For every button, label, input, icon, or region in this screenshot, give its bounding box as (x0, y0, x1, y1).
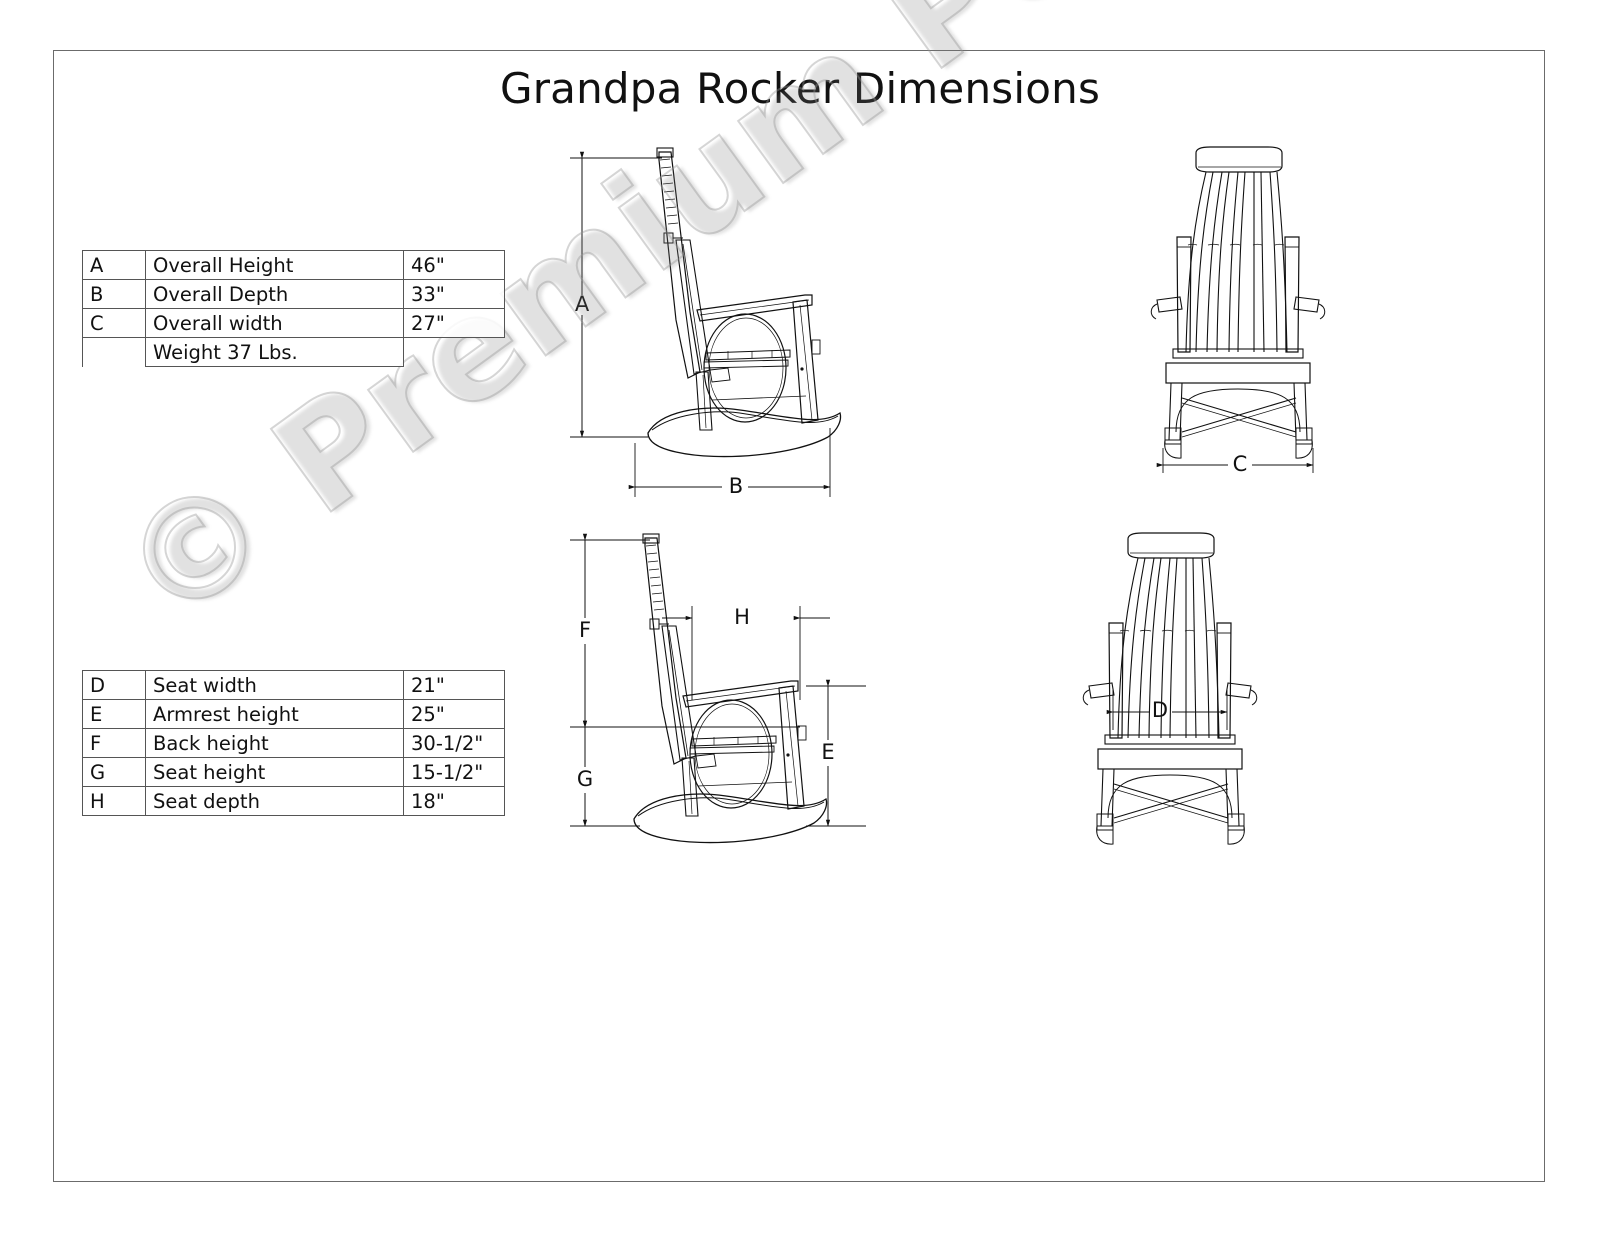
row-spacer (403, 337, 505, 367)
table-row: A Overall Height 46" (82, 250, 505, 280)
dim-label-b: B (729, 474, 743, 498)
row-key: A (82, 250, 146, 280)
side-view-detail-dimensions: F G H E (570, 533, 866, 827)
row-value: 30-1/2" (403, 728, 505, 758)
front-view-detail-dimensions: D (1106, 690, 1228, 730)
row-desc: Seat depth (145, 786, 404, 816)
row-key: C (82, 308, 146, 338)
row-desc: Armrest height (145, 699, 404, 729)
table-row: F Back height 30-1/2" (82, 728, 505, 758)
overall-dimensions-table: A Overall Height 46" B Overall Depth 33"… (82, 250, 505, 367)
row-value: 18" (403, 786, 505, 816)
row-key: H (82, 786, 146, 816)
row-desc: Back height (145, 728, 404, 758)
row-value: 33" (403, 279, 505, 309)
row-key: G (82, 757, 146, 787)
row-desc: Seat width (145, 670, 404, 700)
row-value: 46" (403, 250, 505, 280)
row-key: B (82, 279, 146, 309)
table-row: B Overall Depth 33" (82, 279, 505, 309)
weight-note: Weight 37 Lbs. (145, 337, 404, 367)
row-desc: Seat height (145, 757, 404, 787)
detail-dimensions-table: D Seat width 21" E Armrest height 25" F … (82, 670, 505, 816)
row-desc: Overall width (145, 308, 404, 338)
row-value: 27" (403, 308, 505, 338)
row-desc: Overall Depth (145, 279, 404, 309)
row-key: F (82, 728, 146, 758)
front-view-overall: C (1150, 146, 1326, 476)
row-value: 15-1/2" (403, 757, 505, 787)
dim-label-e: E (821, 740, 834, 764)
row-desc: Overall Height (145, 250, 404, 280)
table-row: G Seat height 15-1/2" (82, 757, 505, 787)
dim-label-d: D (1152, 698, 1168, 722)
table-row-weight: Weight 37 Lbs. (82, 337, 505, 367)
row-key: D (82, 670, 146, 700)
table-row: D Seat width 21" (82, 670, 505, 700)
dim-label-f: F (579, 618, 591, 642)
dim-label-g: G (577, 767, 593, 791)
dim-label-a: A (575, 292, 590, 316)
row-key: E (82, 699, 146, 729)
side-view-detail (633, 533, 828, 844)
page-title: Grandpa Rocker Dimensions (499, 64, 1101, 113)
side-view-overall: A B (570, 147, 842, 498)
row-spacer (82, 337, 146, 367)
dim-label-h: H (734, 605, 750, 629)
table-row: C Overall width 27" (82, 308, 505, 338)
dim-label-c: C (1233, 452, 1248, 476)
row-value: 21" (403, 670, 505, 700)
front-view-detail (1082, 532, 1258, 845)
table-row: E Armrest height 25" (82, 699, 505, 729)
row-value: 25" (403, 699, 505, 729)
table-row: H Seat depth 18" (82, 786, 505, 816)
